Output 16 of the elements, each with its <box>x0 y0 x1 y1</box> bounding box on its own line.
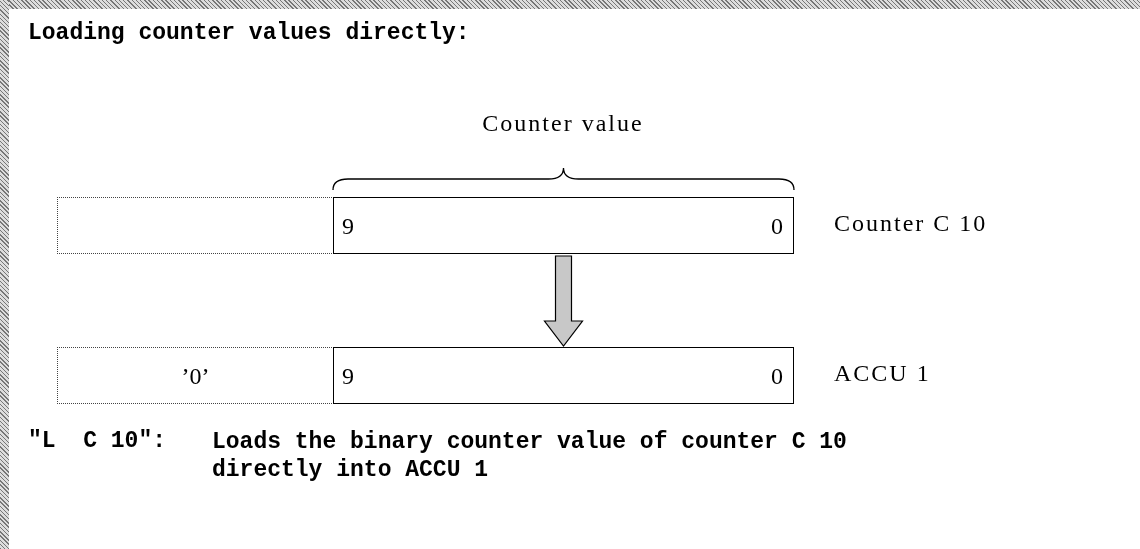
instruction-code: "L C 10": <box>28 428 167 454</box>
register-label: ACCU 1 <box>834 360 931 387</box>
register-box <box>57 347 334 404</box>
fill-value: ’0’ <box>181 362 210 389</box>
register-box <box>333 197 794 254</box>
brace-label: Counter value <box>482 110 644 137</box>
heading: Loading counter values directly: <box>28 20 470 46</box>
bit-number: 9 <box>342 212 354 239</box>
bit-number: 9 <box>342 362 354 389</box>
arrow <box>543 255 584 347</box>
instruction-description: Loads the binary counter value of counter C 10 directly into ACCU 1 <box>212 428 848 484</box>
register-label: Counter C 10 <box>834 210 988 237</box>
register-box <box>57 197 334 254</box>
register-box <box>333 347 794 404</box>
bit-number: 0 <box>771 362 783 389</box>
bit-number: 0 <box>771 212 783 239</box>
